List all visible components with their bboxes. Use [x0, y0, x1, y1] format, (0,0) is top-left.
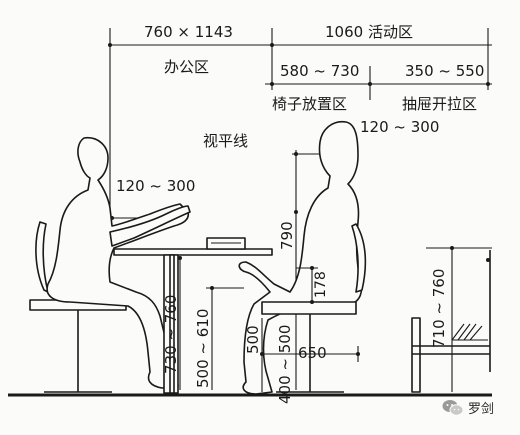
left-person-figure — [46, 136, 191, 389]
v500-label: 500 — [244, 325, 262, 354]
v790-label: 790 — [278, 221, 296, 250]
drawer-cabinet — [411, 247, 492, 393]
v500-610-label: 500 ~ 610 — [194, 309, 212, 388]
drawer-area-label: 抽屉开拉区 — [402, 95, 477, 113]
right-person-figure — [238, 120, 363, 395]
v178-label: 178 — [313, 271, 329, 298]
chair-range-label: 580 ~ 730 — [280, 62, 359, 80]
drawer-range-label: 350 ~ 550 — [405, 62, 484, 80]
office-width-label: 760 × 1143 — [144, 23, 233, 41]
top-dimension-lines — [108, 28, 492, 225]
watermark-text: 罗剑 — [468, 402, 495, 417]
v730-760-label: 730 ~ 760 — [162, 295, 180, 374]
v650-label: 650 — [298, 344, 327, 362]
right-chair — [261, 223, 367, 393]
chair-area-label: 椅子放置区 — [272, 95, 347, 113]
watermark: 罗剑 — [442, 398, 494, 417]
v400-500-label: 400 ~ 500 — [276, 325, 294, 404]
activity-label: 1060 活动区 — [325, 23, 413, 41]
upper-left-range-label: 120 ~ 300 — [116, 177, 195, 195]
office-area-label: 办公区 — [164, 58, 209, 76]
v710-760-label: 710 ~ 760 — [430, 269, 448, 348]
vertical-dimension-markers — [178, 210, 454, 392]
desk — [113, 237, 273, 394]
sight-line-label: 视平线 — [203, 132, 248, 150]
wechat-icon — [442, 399, 464, 417]
upper-right-range-label: 120 ~ 300 — [360, 118, 439, 136]
